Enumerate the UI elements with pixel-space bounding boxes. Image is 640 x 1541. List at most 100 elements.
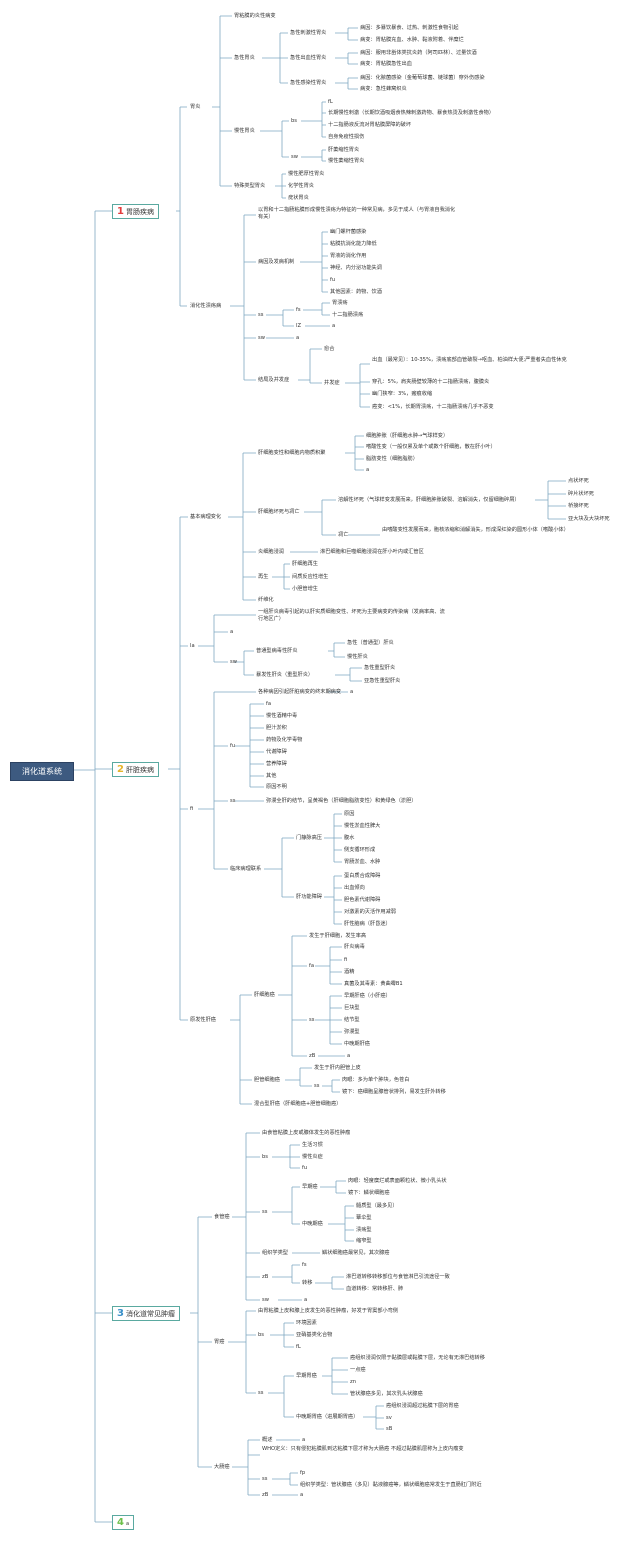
node-acute-gastritis[interactable]: 急性胃炎 bbox=[234, 55, 255, 61]
node-degeneration-4[interactable]: a bbox=[366, 467, 370, 473]
node-chronic-type-1[interactable]: 肝萎缩性胃炎 bbox=[328, 147, 360, 153]
node-colorectal-gross[interactable]: fp bbox=[300, 1470, 306, 1476]
node-portal-hypertension[interactable]: 门静脉高压 bbox=[296, 835, 322, 841]
node-viral-hepatitis[interactable]: la bbox=[190, 643, 195, 649]
node-portal-5[interactable]: 胃肠淤血、水肿 bbox=[344, 859, 381, 865]
node-esophageal-spread[interactable]: zB bbox=[262, 1274, 269, 1280]
node-acute-irritant-cause[interactable]: 病因：多暴饮暴食、过热、刺激性食物引起 bbox=[360, 25, 459, 31]
node-esophageal-histology[interactable]: 组织学类型 bbox=[262, 1250, 288, 1256]
node-acute-infectious-cause[interactable]: 病因：化脓菌感染（金葡萄球菌、链球菌）穿外伤感染 bbox=[360, 75, 485, 81]
node-regeneration-2[interactable]: 间质反应性增生 bbox=[292, 574, 329, 580]
node-esophageal-early-gross[interactable]: 肉眼：轻度糜烂或表面颗粒状、微小乳头状 bbox=[348, 1178, 447, 1184]
node-hepatitis-def[interactable]: 一组肝炎病毒引起的以肝实质细胞变性、坏死为主要病变的传染病（发病率高、流行地区广… bbox=[258, 609, 445, 622]
node-fibrosis[interactable]: 纤维化 bbox=[258, 597, 274, 603]
node-colorectal-who[interactable]: WHO定义：只有侵犯粘膜肌到达粘膜下层才称为大肠癌 不超过黏膜肌层称为上皮内瘤变 bbox=[262, 1446, 464, 1452]
node-regeneration-3[interactable]: 小胆管增生 bbox=[292, 586, 318, 592]
node-ulcer-gastric[interactable]: 胃溃疡 bbox=[332, 300, 348, 306]
node-fulminant-hepatitis[interactable]: 暴发性肝炎（重型肝炎） bbox=[256, 672, 314, 678]
node-ulcer-path-4[interactable]: 神经、内分泌功能失调 bbox=[330, 265, 382, 271]
node-necrosis-bridging[interactable]: 桥接坏死 bbox=[568, 503, 589, 509]
node-ulcer-path-5[interactable]: fu bbox=[330, 277, 336, 283]
node-colorectal-pathology[interactable]: ss bbox=[262, 1476, 268, 1482]
node-gastric-cause-3[interactable]: fL bbox=[296, 1344, 301, 1350]
node-advanced-type-3[interactable]: 溃疡型 bbox=[356, 1227, 372, 1233]
node-ulcer-path-1[interactable]: 幽门螺杆菌感染 bbox=[330, 229, 367, 235]
node-esophageal-early[interactable]: 早期癌 bbox=[302, 1184, 318, 1190]
node-gastric-cause[interactable]: bs bbox=[258, 1332, 264, 1338]
node-portal-1[interactable]: 原因 bbox=[344, 811, 355, 817]
node-ulcer-micro[interactable]: lZ bbox=[296, 323, 301, 329]
node-ulcer-pathogenesis[interactable]: 病因及发病机制 bbox=[258, 259, 295, 265]
node-gastric-cancer[interactable]: 胃癌 bbox=[214, 1339, 225, 1345]
node-necrosis-piecemeal[interactable]: 碎片状坏死 bbox=[568, 491, 594, 497]
node-chronic-cause-4[interactable]: 自身免疫性损伤 bbox=[328, 134, 365, 140]
node-gastric-early-1[interactable]: 癌组织浸润仅限于黏膜层或黏膜下层，无论有无淋巴结转移 bbox=[350, 1355, 485, 1361]
node-hcc-cause-1[interactable]: 肝炎病毒 bbox=[344, 944, 365, 950]
node-cirrhosis-pathology[interactable]: ss bbox=[230, 798, 236, 804]
node-colorectal-histology[interactable]: 组织学类型：管状腺癌（多见）黏液腺癌等，鳞状细胞癌常发生于直肠肛门附近 bbox=[300, 1482, 482, 1488]
node-colorectal-spread[interactable]: zB bbox=[262, 1492, 269, 1498]
node-portal-4[interactable]: 侧支循环形成 bbox=[344, 847, 376, 853]
node-degeneration-2[interactable]: 嗜酸性变（一般仅累及单个或数个肝细胞，散在肝小叶） bbox=[366, 444, 496, 450]
node-chronic-cause-2[interactable]: 长期慢性刺激（长期饮酒吸烟食热辣刺激药物、暴食热烫及刺激性食物） bbox=[328, 110, 495, 116]
node-hcc-cause-2[interactable]: fi bbox=[344, 957, 348, 963]
node-hcc-type-5[interactable]: 中晚期肝癌 bbox=[344, 1041, 370, 1047]
node-necrosis-apoptosis[interactable]: 肝细胞坏死与凋亡 bbox=[258, 509, 300, 515]
node-cirrhosis-cause[interactable]: fu bbox=[230, 743, 236, 749]
node-gastric-def[interactable]: 由胃粘膜上皮和腺上皮发生的恶性肿瘤，好发于胃窦部小弯侧 bbox=[258, 1308, 399, 1314]
node-esophageal-blood[interactable]: 血道转移：常转移肝、肺 bbox=[346, 1286, 404, 1292]
node-esophageal-advanced[interactable]: 中晚期癌 bbox=[302, 1221, 323, 1227]
node-cirrhosis-cause-2[interactable]: 慢性酒精中毒 bbox=[266, 713, 298, 719]
node-necrosis-massive[interactable]: 亚大块及大块坏死 bbox=[568, 516, 610, 522]
node-hcc-cause[interactable]: fa bbox=[309, 963, 315, 969]
node-colorectal-spread-note[interactable]: a bbox=[300, 1492, 304, 1498]
node-acute-irritant-lesion[interactable]: 病变：胃粘膜充血、水肿、黏液附着、伴糜烂 bbox=[360, 37, 464, 43]
node-portal-2[interactable]: 慢性淤血性脾大 bbox=[344, 823, 381, 829]
node-gastric-early-3[interactable]: zn bbox=[350, 1379, 357, 1385]
node-gastric-cause-2[interactable]: 亚硝基类化合物 bbox=[296, 1332, 333, 1338]
node-dysfunction-1[interactable]: 蛋白质合成障碍 bbox=[344, 873, 381, 879]
node-acute-hemorrhagic-cause[interactable]: 病因：服用非甾体类抗炎药（阿司匹林）、过量饮酒 bbox=[360, 50, 477, 56]
node-acute-hemorrhagic[interactable]: 急性出血性胃炎 bbox=[290, 55, 327, 61]
node-ulcer-healing[interactable]: 愈合 bbox=[324, 346, 335, 352]
node-esophageal-cancer[interactable]: 食管癌 bbox=[214, 1214, 230, 1220]
node-ulcer-path-3[interactable]: 胃液的消化作用 bbox=[330, 253, 367, 259]
node-peptic-ulcer[interactable]: 消化性溃疡病 bbox=[190, 303, 222, 309]
node-gastric-advanced-2[interactable]: sv bbox=[386, 1415, 392, 1421]
node-acute-hemorrhagic-lesion[interactable]: 病变：胃粘膜急性出血 bbox=[360, 61, 412, 67]
node-hepatocyte-degeneration[interactable]: 肝细胞变性和细胞内物质积聚 bbox=[258, 450, 326, 456]
node-special-gastritis[interactable]: 特殊类型胃炎 bbox=[234, 183, 266, 189]
node-chronic-cause-3[interactable]: 十二指肠液反流对胃粘膜屏障的破坏 bbox=[328, 122, 412, 128]
node-hcc-metastasis-note[interactable]: a bbox=[347, 1053, 351, 1059]
node-cirrhosis-clinical[interactable]: 临床病理联系 bbox=[230, 866, 262, 872]
node-esophageal-def[interactable]: 由食管粘膜上皮或腺体发生的恶性肿瘤 bbox=[262, 1130, 351, 1136]
node-cirrhosis-cause-1[interactable]: fa bbox=[266, 701, 272, 707]
node-gastric-pathology[interactable]: ss bbox=[258, 1390, 264, 1396]
node-ulcer-gross[interactable]: fs bbox=[296, 307, 301, 313]
node-hcc-cause-3[interactable]: 酒精 bbox=[344, 969, 355, 975]
node-esophageal-cause[interactable]: bs bbox=[262, 1154, 268, 1160]
node-esophageal-histology-desc[interactable]: 鳞状细胞癌最常见，其次腺癌 bbox=[322, 1250, 390, 1256]
node-hcc-pathology[interactable]: ss bbox=[309, 1017, 315, 1023]
node-regeneration-1[interactable]: 肝细胞再生 bbox=[292, 561, 318, 567]
node-cirrhosis-cause-5[interactable]: 代谢障碍 bbox=[266, 749, 287, 755]
node-gastric-early[interactable]: 早期胃癌 bbox=[296, 1373, 317, 1379]
node-advanced-type-2[interactable]: 蕈伞型 bbox=[356, 1215, 372, 1221]
node-special-3[interactable]: 疣状胃炎 bbox=[288, 195, 309, 201]
node-basic-pathology[interactable]: 基本病理变化 bbox=[190, 514, 222, 520]
node-common-hepatitis[interactable]: 普通型病毒性肝炎 bbox=[256, 648, 298, 654]
node-ulcer-pathology[interactable]: ss bbox=[258, 312, 264, 318]
node-colorectal-overview-note[interactable]: a bbox=[302, 1437, 306, 1443]
node-esophageal-early-micro[interactable]: 镜下：鳞状细胞癌 bbox=[348, 1190, 390, 1196]
node-ulcer-clinical-note[interactable]: a bbox=[296, 335, 300, 341]
node-gastric-advanced[interactable]: 中晚期胃癌（进展期胃癌） bbox=[296, 1414, 359, 1420]
node-portal-3[interactable]: 腹水 bbox=[344, 835, 355, 841]
node-esophageal-pathology[interactable]: ss bbox=[262, 1209, 268, 1215]
node-cholangio-def[interactable]: 发生于肝内胆管上皮 bbox=[314, 1065, 361, 1071]
node-ulcer-duodenal[interactable]: 十二指肠溃疡 bbox=[332, 312, 364, 318]
node-special-2[interactable]: 化学性胃炎 bbox=[288, 183, 314, 189]
node-chronic-type[interactable]: sw bbox=[291, 154, 298, 160]
